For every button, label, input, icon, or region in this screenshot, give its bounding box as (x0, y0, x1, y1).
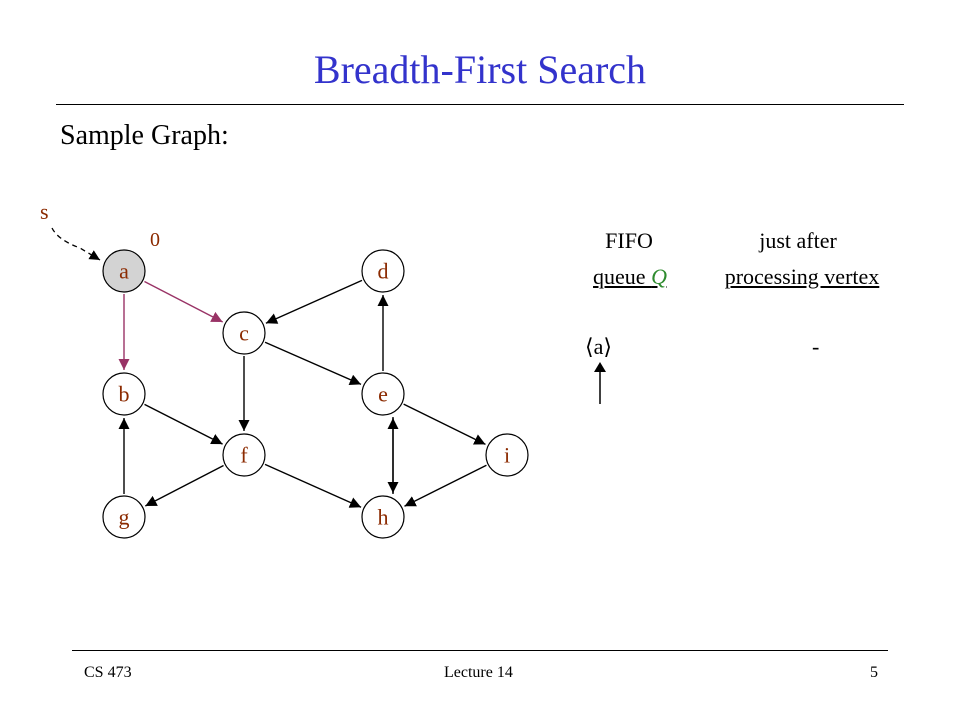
edge-c-e (264, 341, 362, 385)
node-circle-g (102, 495, 146, 539)
node-i: i (485, 433, 529, 477)
queue-header-prefix: queue (593, 264, 652, 289)
edge-d-c (265, 279, 363, 324)
slide-subtitle: Sample Graph: (60, 120, 229, 151)
node-d: d (361, 249, 405, 293)
footer-divider (72, 650, 888, 651)
node-circle-f (222, 433, 266, 477)
queue-header-line1: FIFO (605, 228, 653, 253)
source-label: s (40, 199, 49, 224)
node-circle-h (361, 495, 405, 539)
node-f: f (222, 433, 266, 477)
node-circle-i (485, 433, 529, 477)
footer-lecture: Lecture 14 (444, 664, 513, 681)
node-h: h (361, 495, 405, 539)
node-circle-d (361, 249, 405, 293)
vertex-cell-row1: - (812, 334, 820, 359)
node-label-d: d (378, 259, 389, 284)
source-pointer-arrow (51, 227, 101, 261)
edge-b-f (144, 403, 223, 445)
edge-e-i (403, 403, 486, 446)
edge-a-c (144, 280, 223, 323)
vertex-header-line2: processing vertex (724, 264, 880, 289)
node-b: b (102, 372, 146, 416)
queue-head-pointer-icon (594, 362, 606, 404)
footer-page-number: 5 (870, 664, 878, 681)
node-label-h: h (378, 505, 389, 530)
node-label-c: c (239, 321, 249, 346)
node-circle-a (102, 249, 146, 293)
node-label-g: g (119, 505, 130, 530)
title-divider (56, 104, 904, 105)
edges-layer (118, 279, 487, 508)
node-c: c (222, 311, 266, 355)
node-label-b: b (119, 382, 130, 407)
nodes-layer: a b c d e f g h i (102, 249, 529, 539)
node-label-e: e (378, 382, 388, 407)
footer-course: CS 473 (84, 664, 132, 681)
node-g: g (102, 495, 146, 539)
edge-f-g (145, 464, 224, 507)
queue-header-line2: queue Q (585, 264, 675, 290)
node-a: a (102, 249, 146, 293)
node-e: e (361, 372, 405, 416)
node-circle-b (102, 372, 146, 416)
node-circle-c (222, 311, 266, 355)
node-label-a: a (119, 259, 129, 284)
edge-f-h (264, 463, 362, 508)
queue-cell-row1: ⟨a⟩ (585, 334, 612, 359)
source-distance-label: 0 (150, 229, 160, 251)
vertex-header-line1: just after (759, 228, 837, 253)
node-circle-e (361, 372, 405, 416)
node-label-f: f (240, 443, 248, 468)
slide-title: Breadth-First Search (313, 47, 647, 92)
queue-variable: Q (651, 264, 667, 289)
node-label-i: i (504, 443, 510, 468)
edge-i-h (404, 464, 487, 507)
